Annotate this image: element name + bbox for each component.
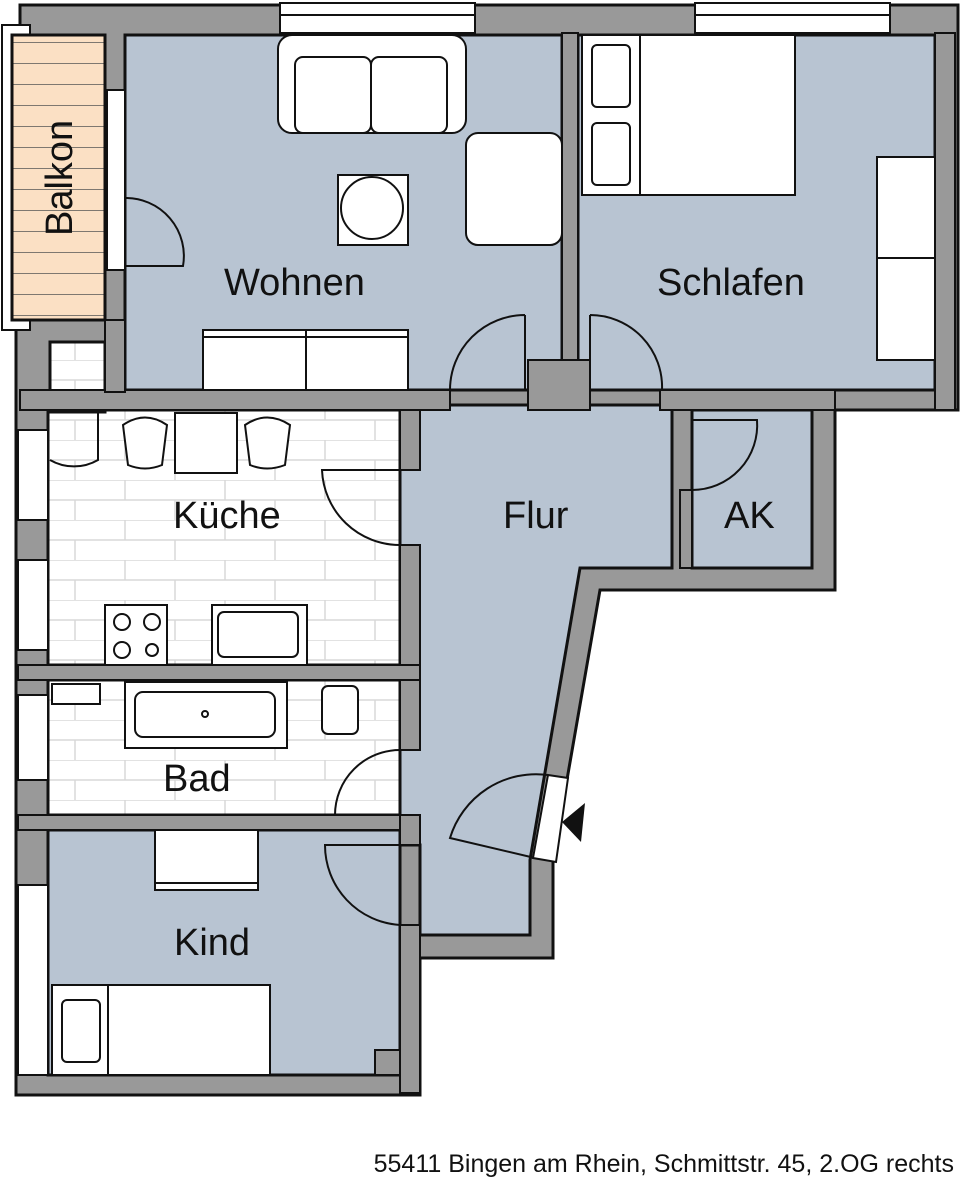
label-flur: Flur — [503, 495, 569, 537]
label-kueche: Küche — [173, 495, 281, 537]
label-wohnen: Wohnen — [224, 262, 365, 304]
label-kind: Kind — [174, 922, 250, 964]
room-ak — [690, 408, 814, 570]
windows — [17, 2, 891, 1076]
label-bad: Bad — [163, 758, 231, 800]
doors — [49, 196, 759, 926]
balcony — [10, 33, 107, 322]
label-balkon: Balkon — [39, 120, 81, 236]
address-caption: 55411 Bingen am Rhein, Schmittstr. 45, 2… — [373, 1150, 954, 1178]
label-schlafen: Schlafen — [657, 262, 805, 304]
label-ak: AK — [724, 495, 775, 537]
entrance-arrow-icon — [562, 803, 585, 842]
entrance-door-gap — [531, 773, 570, 864]
internal-walls — [17, 32, 956, 1094]
furniture — [51, 34, 936, 1076]
